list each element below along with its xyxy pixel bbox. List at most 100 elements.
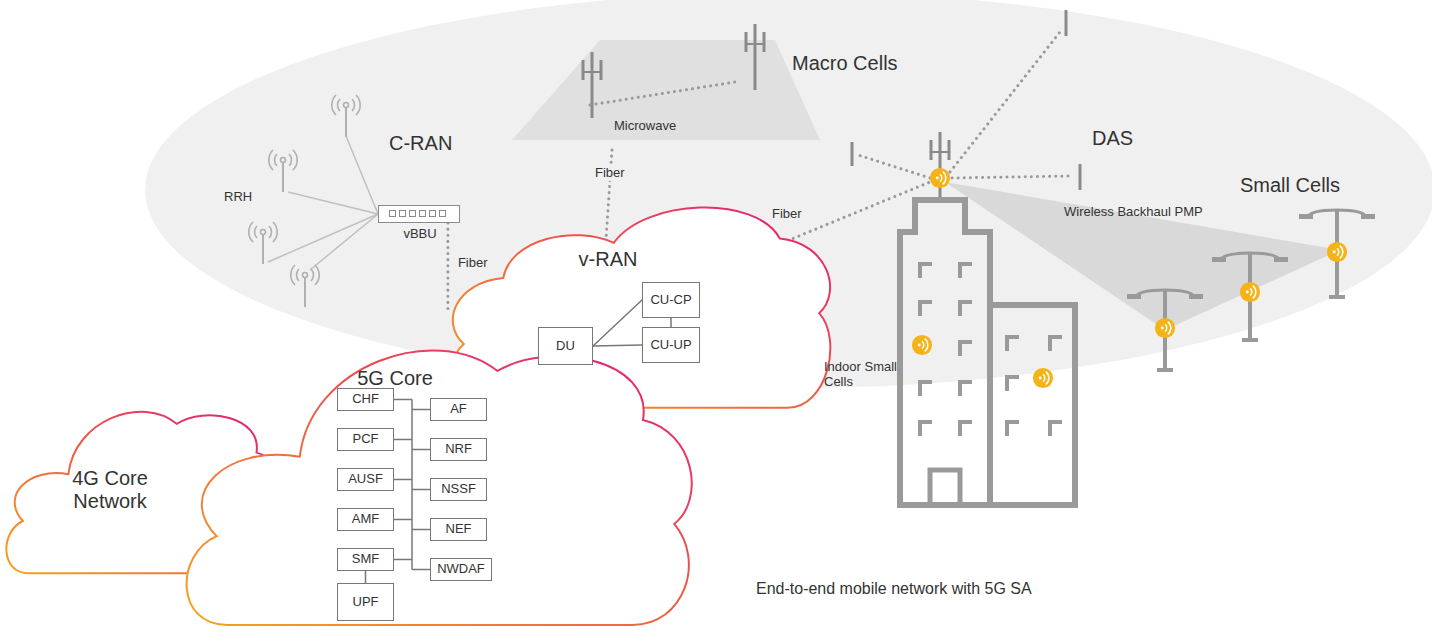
macro-tower bbox=[583, 52, 601, 118]
caption: End-to-end mobile network with 5G SA bbox=[756, 580, 1032, 598]
das-tower bbox=[931, 132, 949, 198]
building bbox=[930, 470, 960, 505]
street-lamps bbox=[1299, 214, 1313, 219]
network-cloud: DU CU-CP CU-UP v-RAN bbox=[440, 190, 835, 410]
core-bus bbox=[394, 519, 412, 521]
cloud-title: v-RAN bbox=[579, 248, 638, 271]
interface-line bbox=[593, 345, 642, 346]
rrh-antennas bbox=[268, 214, 378, 262]
building bbox=[990, 305, 1075, 505]
function-name: SMF bbox=[352, 552, 379, 567]
function-box: UPF bbox=[337, 583, 394, 621]
cloud-title: 5G Core bbox=[357, 367, 433, 390]
street-lamps bbox=[1212, 257, 1226, 262]
map-label: Fiber bbox=[593, 166, 627, 181]
street-lamps bbox=[1127, 294, 1141, 299]
rrh-antennas bbox=[288, 192, 378, 214]
function-name: AMF bbox=[352, 512, 379, 527]
street-lamps bbox=[1157, 368, 1173, 372]
function-name: NEF bbox=[446, 522, 472, 537]
function-name: NRF bbox=[445, 442, 472, 457]
building-windows bbox=[958, 420, 972, 436]
core-bus bbox=[412, 489, 430, 491]
cloud-outline bbox=[175, 322, 695, 628]
dotted-link bbox=[952, 176, 1072, 178]
das-antennas bbox=[1065, 10, 1068, 36]
function-box: NSSF bbox=[430, 478, 487, 501]
function-name: CU-CP bbox=[650, 293, 691, 308]
function-box: AMF bbox=[337, 508, 394, 531]
function-name: CU-UP bbox=[650, 338, 691, 353]
rrh-antennas bbox=[346, 136, 378, 214]
building-windows bbox=[1005, 375, 1019, 391]
function-box: AF bbox=[430, 398, 487, 421]
core-bus bbox=[394, 400, 430, 570]
fiber-link bbox=[446, 223, 449, 313]
core-bus bbox=[412, 409, 430, 411]
map-label: Wireless Backhaul PMP bbox=[1062, 205, 1205, 220]
rrh-antennas bbox=[332, 95, 360, 137]
function-box: CU-CP bbox=[642, 282, 700, 318]
building bbox=[900, 200, 1075, 505]
connector-layer bbox=[593, 300, 642, 346]
function-box: CU-UP bbox=[642, 327, 700, 363]
street-lamps bbox=[1242, 338, 1258, 342]
building-windows bbox=[918, 262, 1062, 436]
dotted-link bbox=[858, 155, 930, 178]
function-box: NRF bbox=[430, 438, 487, 461]
street-lamps bbox=[1361, 214, 1375, 219]
street-lamps bbox=[1329, 295, 1345, 299]
bbu-unit bbox=[409, 210, 416, 217]
function-name: NWDAF bbox=[437, 562, 485, 577]
street-lamps bbox=[1155, 318, 1175, 338]
building-windows bbox=[918, 420, 932, 436]
building-windows bbox=[918, 380, 932, 396]
rrh-antennas bbox=[291, 265, 319, 307]
building-windows bbox=[958, 262, 972, 278]
connector-layer bbox=[447, 223, 448, 313]
bbu-unit bbox=[439, 210, 446, 217]
function-name: AF bbox=[450, 402, 467, 417]
bbu-unit bbox=[429, 210, 436, 217]
function-name: NSSF bbox=[441, 482, 476, 497]
map-label: Indoor Small Cells bbox=[822, 360, 900, 390]
map-label: Microwave bbox=[612, 119, 678, 134]
das-antennas bbox=[1079, 164, 1082, 190]
street-lamps bbox=[1240, 282, 1260, 302]
street-lamps bbox=[1299, 210, 1375, 297]
connector-layer bbox=[593, 345, 642, 346]
cloud-outline bbox=[187, 350, 692, 624]
cloud-outline bbox=[440, 190, 835, 410]
unit-label: vBBU bbox=[403, 227, 436, 242]
network-cloud: CHFPCFAUSFAMFSMFUPFAFNRFNSSFNEFNWDAF5G C… bbox=[175, 322, 695, 628]
building-windows bbox=[1005, 335, 1019, 351]
street-lamps bbox=[1327, 242, 1347, 262]
function-box: NWDAF bbox=[430, 558, 492, 581]
function-name: CHF bbox=[352, 392, 379, 407]
cloud-outline bbox=[453, 208, 831, 408]
core-bus bbox=[394, 399, 412, 401]
coverage-area bbox=[145, 0, 1432, 388]
function-box: NEF bbox=[430, 518, 487, 541]
bbu-unit bbox=[419, 210, 426, 217]
network-cloud: 4G Core Network bbox=[55, 467, 165, 513]
map-label: C-RAN bbox=[387, 132, 454, 155]
function-name: DU bbox=[556, 339, 575, 354]
rrh-antennas bbox=[249, 222, 277, 264]
core-bus bbox=[412, 529, 430, 531]
connector-layer bbox=[671, 318, 672, 327]
small-cell bbox=[912, 335, 932, 355]
das-antennas bbox=[852, 10, 1080, 190]
map-label: Macro Cells bbox=[790, 52, 900, 75]
interface-line bbox=[365, 571, 367, 583]
core-bus bbox=[411, 400, 413, 570]
macro-tower bbox=[746, 24, 764, 90]
building-windows bbox=[958, 380, 972, 396]
network-cloud: v-RAN bbox=[558, 248, 658, 271]
bbu-unit bbox=[399, 210, 406, 217]
cloud-outline bbox=[6, 412, 283, 573]
building-windows bbox=[918, 262, 932, 278]
interface-line bbox=[670, 318, 672, 327]
